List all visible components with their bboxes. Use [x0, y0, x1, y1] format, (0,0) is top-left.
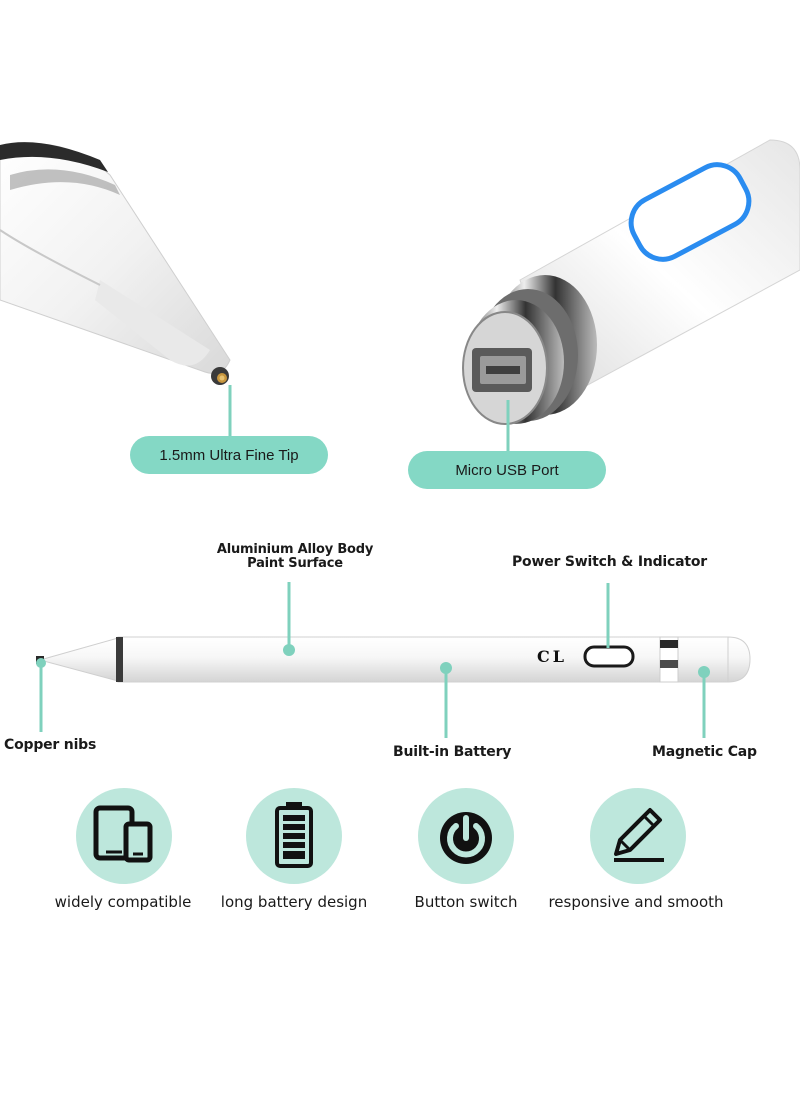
battery-label: Built-in Battery [393, 744, 512, 760]
battery-icon [275, 802, 313, 868]
pen-icon [614, 808, 664, 862]
tip-label: 1.5mm Ultra Fine Tip [159, 446, 299, 464]
feature-label-compatible: widely compatible [54, 893, 192, 911]
feature-smooth [590, 788, 686, 884]
pen-logo: CL [537, 647, 567, 666]
feature-switch [418, 788, 514, 884]
body-label: Aluminium Alloy Body Paint Surface [216, 542, 374, 571]
port-label: Micro USB Port [455, 461, 559, 479]
devices-icon [93, 805, 153, 863]
feature-battery [246, 788, 342, 884]
feature-label-switch: Button switch [414, 893, 518, 911]
port-callout: Micro USB Port [408, 451, 606, 489]
power-icon [440, 812, 492, 864]
cap-label: Magnetic Cap [652, 744, 757, 760]
feature-compatible [76, 788, 172, 884]
feature-label-battery: long battery design [220, 893, 368, 911]
power-label: Power Switch & Indicator [512, 554, 707, 570]
nibs-label: Copper nibs [4, 737, 97, 753]
feature-label-smooth: responsive and smooth [548, 893, 724, 911]
tip-callout: 1.5mm Ultra Fine Tip [130, 436, 328, 474]
